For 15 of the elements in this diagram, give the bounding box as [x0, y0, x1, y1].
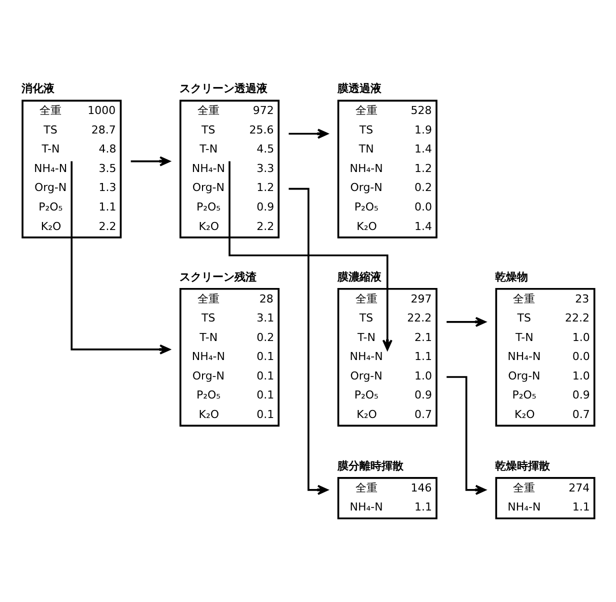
arrow — [70, 160, 170, 354]
node-label: スクリーン透過液 — [179, 82, 268, 95]
arrow — [130, 156, 170, 166]
node-label: 膜分離時揮散 — [337, 458, 404, 472]
arrow — [288, 187, 328, 494]
node-label: 膜濃縮液 — [337, 270, 382, 283]
arrow — [288, 128, 328, 138]
node-label: 膜透過液 — [337, 82, 382, 95]
arrow — [446, 376, 486, 494]
node-label: 消化液 — [22, 82, 55, 95]
node-label: スクリーン残渣 — [179, 270, 256, 283]
node-label: 乾燥物 — [495, 270, 528, 283]
arrow — [228, 160, 392, 350]
arrow — [446, 316, 486, 326]
node-label: 乾燥時揮散 — [495, 458, 550, 472]
